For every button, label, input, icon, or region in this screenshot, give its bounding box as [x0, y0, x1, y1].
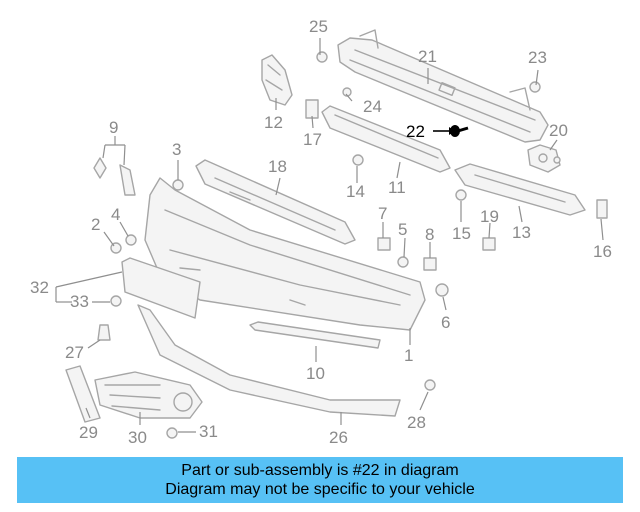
- fog-light-bezel: [65, 365, 203, 423]
- side-bracket: [454, 163, 586, 216]
- callout-3: 3: [172, 140, 181, 159]
- callout-1: 1: [404, 346, 413, 365]
- callout-18: 18: [268, 157, 287, 176]
- callout-2: 2: [91, 215, 100, 234]
- callout-13: 13: [512, 223, 531, 242]
- left-bracket: [261, 54, 293, 106]
- trim-molding: [249, 321, 381, 349]
- license-plate-bracket: [121, 257, 201, 319]
- callout-12: 12: [264, 113, 283, 132]
- callout-32: 32: [30, 278, 49, 297]
- lower-spoiler: [137, 304, 401, 417]
- banner-line-2: Diagram may not be specific to your vehi…: [165, 481, 475, 498]
- callout-9: 9: [109, 118, 118, 137]
- callout-5: 5: [398, 220, 407, 239]
- callout-7: 7: [378, 204, 387, 223]
- banner-line-1: Part or sub-assembly is #22 in diagram: [181, 462, 459, 479]
- callout-22: 22: [406, 122, 425, 141]
- callout-25: 25: [309, 17, 328, 36]
- callout-6: 6: [441, 313, 450, 332]
- parts-diagram: 25 21 23 24 12 17 22 20 9 3 18 14 11 15 …: [30, 17, 612, 447]
- callout-29: 29: [79, 423, 98, 442]
- energy-absorber: [321, 105, 451, 173]
- callout-26: 26: [329, 428, 348, 447]
- callout-19: 19: [480, 207, 499, 226]
- reinforcement-beam: [337, 29, 549, 143]
- callout-24: 24: [363, 97, 382, 116]
- mount-bracket: [527, 144, 561, 173]
- callout-8: 8: [425, 225, 434, 244]
- callout-21: 21: [418, 47, 437, 66]
- leader-lines: [55, 38, 604, 433]
- arrowhead-22: [449, 127, 455, 135]
- callout-16: 16: [593, 242, 612, 261]
- callout-28: 28: [407, 413, 426, 432]
- callout-10: 10: [306, 364, 325, 383]
- upper-grille: [195, 159, 356, 245]
- callout-30: 30: [128, 428, 147, 447]
- hardware-clips: [93, 51, 608, 439]
- callout-4: 4: [111, 205, 120, 224]
- callout-23: 23: [528, 48, 547, 67]
- callout-11: 11: [388, 178, 406, 197]
- callout-20: 20: [549, 121, 568, 140]
- callout-17: 17: [303, 130, 322, 149]
- callout-33: 33: [70, 292, 89, 311]
- callout-14: 14: [346, 182, 365, 201]
- info-banner: Part or sub-assembly is #22 in diagram D…: [17, 457, 623, 503]
- callout-27: 27: [65, 343, 84, 362]
- callout-15: 15: [452, 224, 471, 243]
- callout-31: 31: [199, 422, 218, 441]
